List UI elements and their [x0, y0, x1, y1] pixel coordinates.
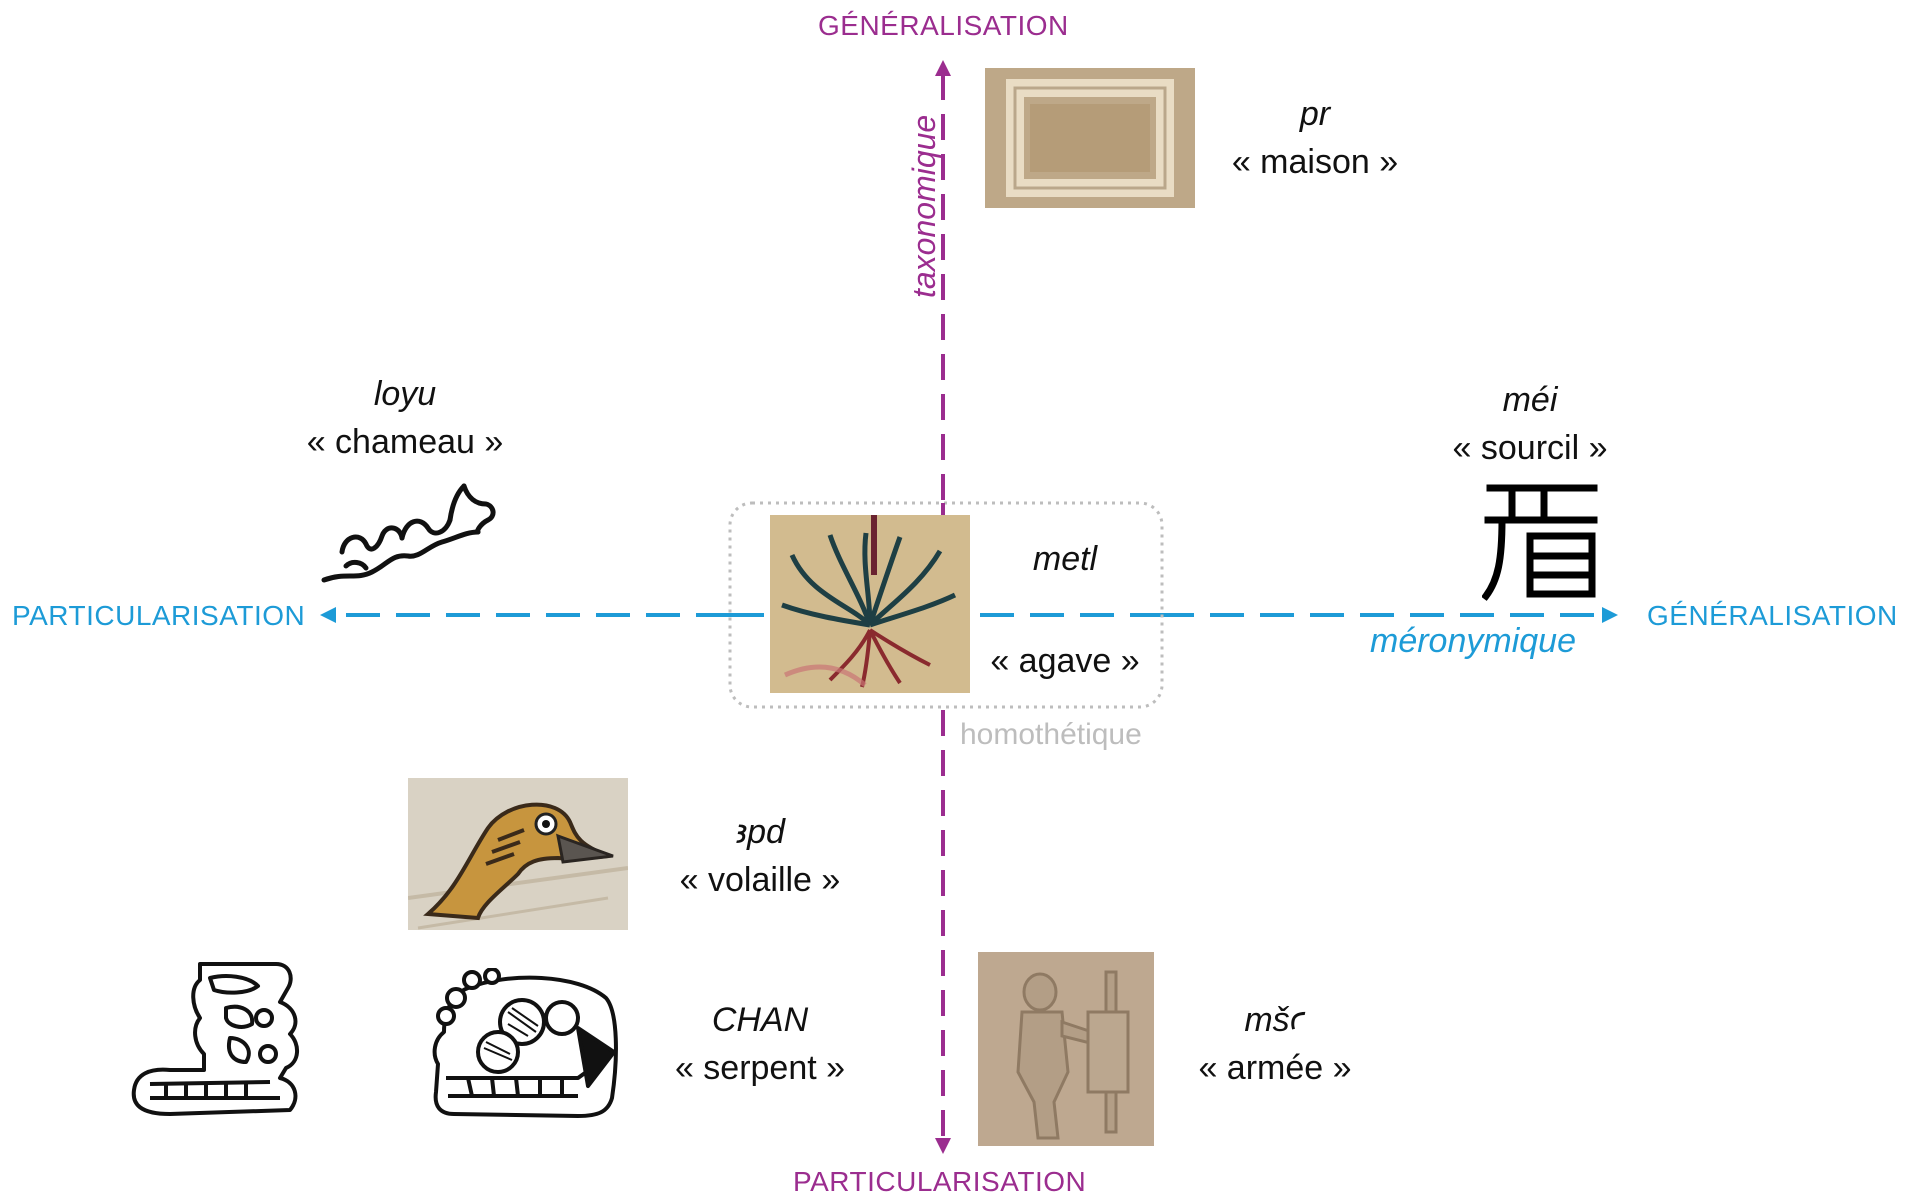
pr-block: pr « maison »: [1205, 90, 1425, 186]
maya-serpent-glyph-icon: [130, 958, 316, 1122]
chan-gloss: « serpent »: [674, 1049, 846, 1087]
loyu-word: loyu: [373, 375, 437, 413]
loyu-gloss: « chameau »: [306, 423, 504, 461]
eyebrow-character-icon: [1481, 480, 1602, 602]
vertical-top-label: GÉNÉRALISATION: [818, 10, 1069, 41]
pr-gloss: « maison »: [1231, 143, 1399, 181]
loyu-block: loyu « chameau »: [280, 370, 530, 466]
taxonomic-relation-label: taxonomique: [906, 114, 942, 298]
center-word: metl: [1032, 540, 1098, 578]
horizontal-arrow-left: [320, 607, 336, 623]
mei-gloss: « sourcil »: [1452, 429, 1608, 467]
vertical-arrow-down: [935, 1138, 951, 1154]
agave-glyph-icon: [770, 515, 970, 693]
horizontal-arrow-right: [1602, 607, 1618, 623]
mei-word: méi: [1502, 381, 1558, 419]
bird-hieroglyph-icon: [408, 778, 628, 930]
apd-block: ꜣpd « volaille »: [650, 808, 870, 904]
center-word-block: metl: [990, 535, 1140, 583]
mei-block: méi « sourcil »: [1410, 376, 1650, 472]
vertical-bottom-label: PARTICULARISATION: [793, 1166, 1087, 1197]
apd-gloss: « volaille »: [679, 861, 841, 899]
soldier-hieroglyph-icon: [978, 952, 1154, 1146]
vertical-arrow-up: [935, 60, 951, 76]
msa-word: mšꜥ: [1244, 1001, 1306, 1039]
horizontal-left-label: PARTICULARISATION: [12, 600, 306, 631]
meronymic-relation-label: méronymique: [1370, 622, 1576, 660]
house-hieroglyph-icon: [985, 68, 1195, 208]
msa-gloss: « armée »: [1198, 1049, 1352, 1087]
pr-word: pr: [1299, 95, 1331, 133]
maya-serpent-head-glyph-icon: [428, 967, 620, 1120]
center-gloss: « agave »: [990, 642, 1140, 680]
chan-word: CHAN: [711, 1001, 809, 1039]
center-gloss-block: « agave »: [980, 637, 1150, 685]
chan-block: CHAN « serpent »: [650, 996, 870, 1092]
apd-word: ꜣpd: [735, 813, 785, 851]
camel-glyph-icon: [316, 476, 502, 598]
homothetic-relation-label: homothétique: [960, 718, 1142, 751]
msa-block: mšꜥ « armée »: [1165, 996, 1385, 1092]
horizontal-right-label: GÉNÉRALISATION: [1647, 600, 1898, 631]
homothetic-box: [728, 501, 1164, 709]
